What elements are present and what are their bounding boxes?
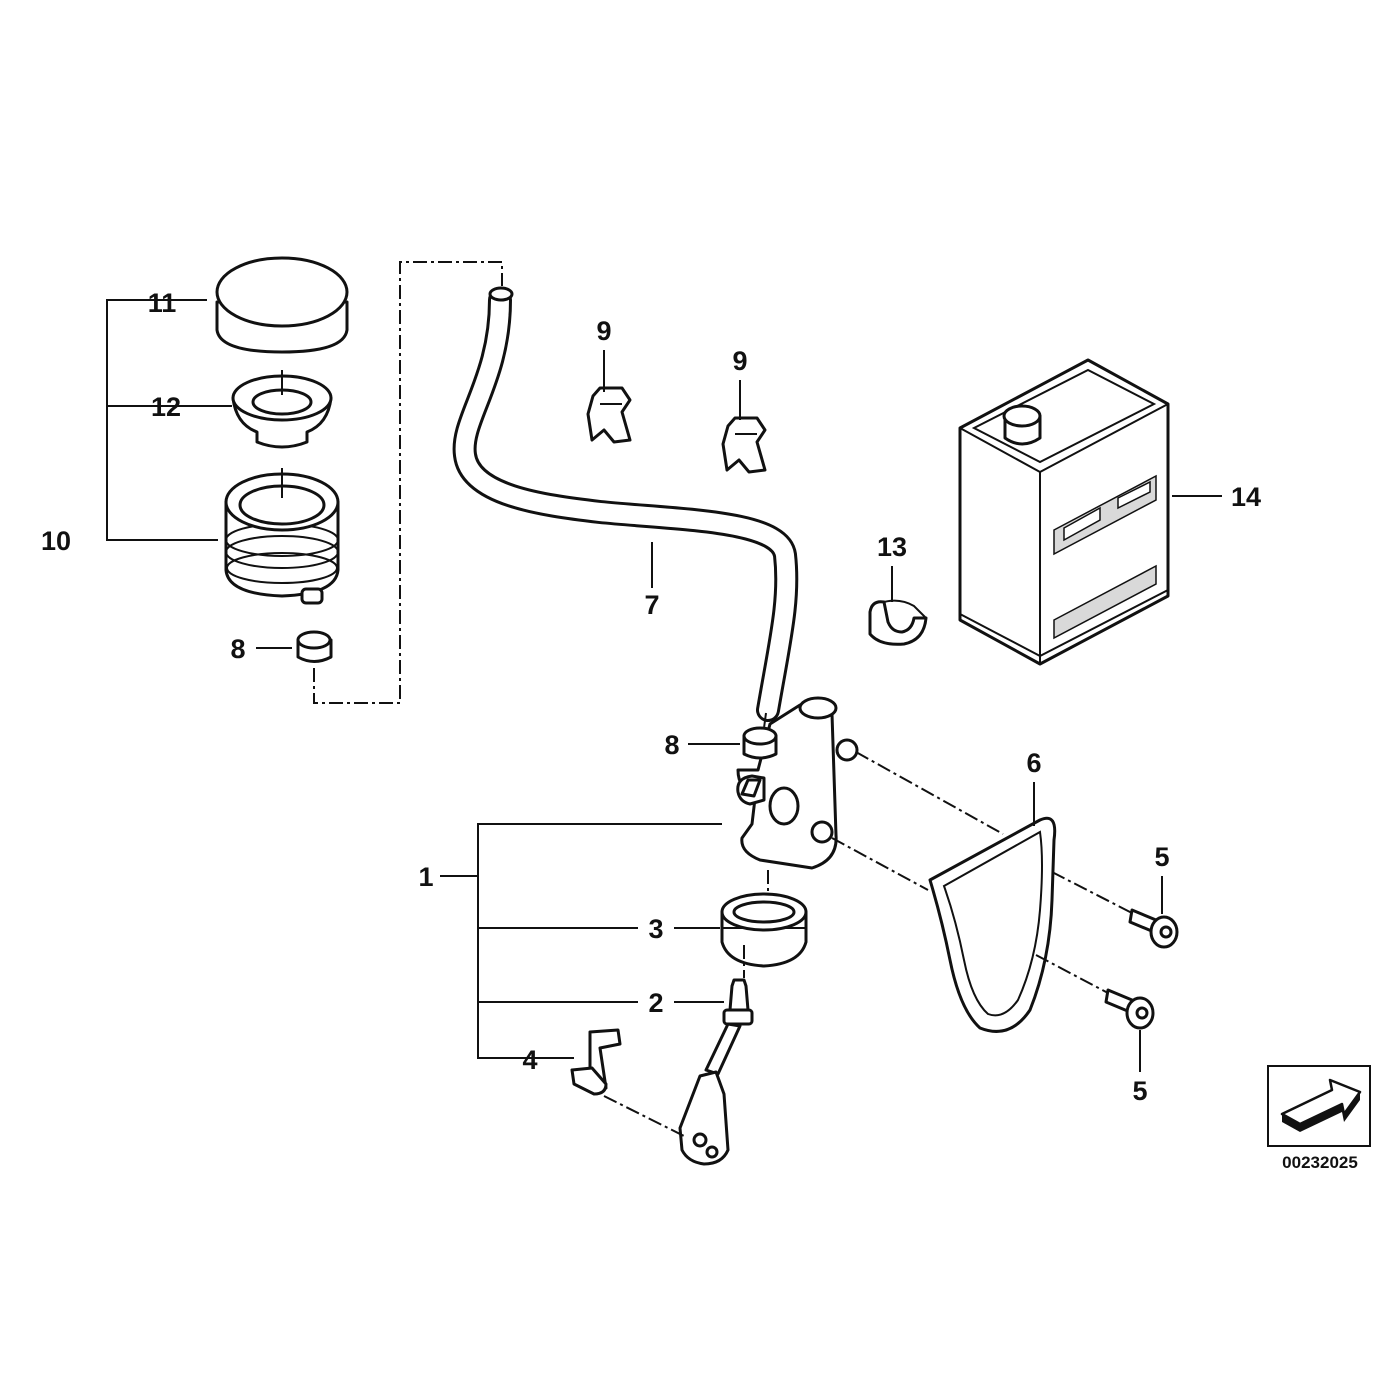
fluid-reservoir xyxy=(224,472,340,605)
protective-cover xyxy=(928,816,1057,1033)
callout-8-lower: 8 xyxy=(664,730,679,760)
callout-1: 1 xyxy=(418,862,433,892)
reference-number: 00232025 xyxy=(1282,1153,1358,1172)
callout-11: 11 xyxy=(148,288,177,318)
reservoir-cap xyxy=(215,256,349,354)
retaining-clip xyxy=(868,599,928,646)
hose-clip-a xyxy=(586,386,632,444)
hose-clip-b xyxy=(721,416,767,474)
callout-8-upper: 8 xyxy=(230,634,245,664)
rubber-boot xyxy=(720,892,808,968)
callout-3: 3 xyxy=(648,914,663,944)
master-cylinder xyxy=(736,696,859,870)
callout-12: 12 xyxy=(151,392,181,422)
orientation-arrow-icon xyxy=(1267,1065,1371,1147)
callout-9-right: 9 xyxy=(732,346,747,376)
callout-5-lower: 5 xyxy=(1132,1076,1147,1106)
callout-6: 6 xyxy=(1026,748,1041,778)
brake-fluid-can xyxy=(958,358,1170,666)
callout-5-upper: 5 xyxy=(1154,842,1169,872)
push-rod xyxy=(678,978,754,1166)
hose-nut-upper xyxy=(296,630,333,663)
callout-2: 2 xyxy=(648,988,663,1018)
clevis-pin xyxy=(570,1028,622,1096)
hose xyxy=(452,286,799,722)
screw-lower xyxy=(1104,988,1155,1030)
hose-nut-lower xyxy=(742,726,778,760)
screw-upper xyxy=(1128,908,1179,949)
callout-13: 13 xyxy=(877,532,907,562)
callout-7: 7 xyxy=(644,590,659,620)
callout-14: 14 xyxy=(1231,482,1261,512)
callout-9-left: 9 xyxy=(596,316,611,346)
callout-10: 10 xyxy=(41,526,71,556)
callout-4: 4 xyxy=(522,1045,537,1075)
